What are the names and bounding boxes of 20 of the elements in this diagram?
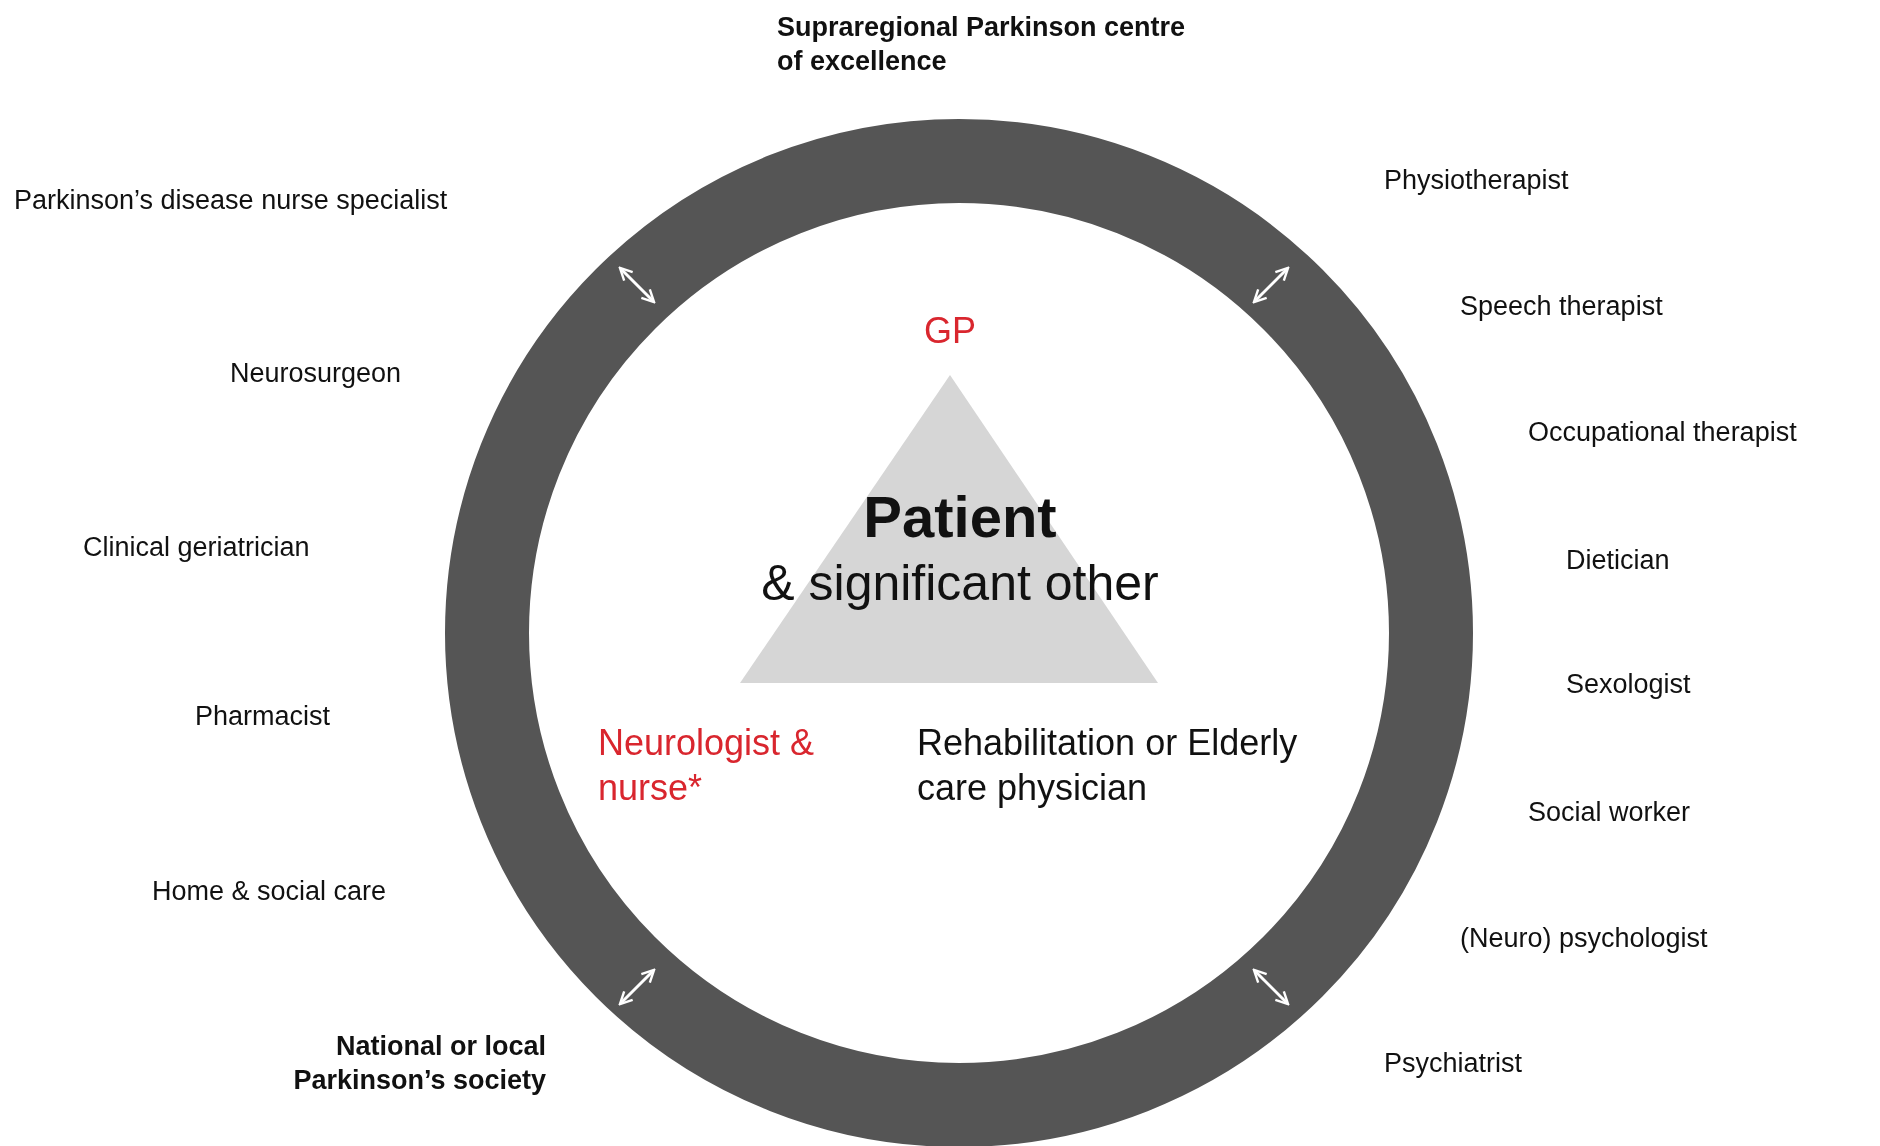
discipline-label: Occupational therapist [1528,416,1798,450]
discipline-label: Dietician [1566,544,1671,578]
discipline-label: Psychiatrist [1384,1047,1524,1081]
discipline-label: Neurosurgeon [230,357,403,391]
group-label: Supraregional Parkinson centre of excellence [777,11,1187,78]
role-label: Neurologist & nurse* [598,721,816,810]
discipline-label: Rehabilitation or Elderly care physician [917,721,1299,810]
discipline-label: Sexologist [1566,668,1692,702]
center-subtitle: & significant other [760,554,1160,613]
discipline-label: Parkinson’s disease nurse specialist [14,184,449,218]
discipline-label: Physiotherapist [1384,164,1570,198]
discipline-label: Pharmacist [195,700,332,734]
discipline-label: Social worker [1528,796,1692,830]
discipline-label: (Neuro) psychologist [1460,922,1709,956]
role-label: GP [923,308,977,353]
discipline-label: Clinical geriatrician [83,531,311,565]
discipline-label: Home & social care [152,875,388,909]
discipline-label: Speech therapist [1460,290,1664,324]
center-heading: Patient [862,483,1058,552]
group-label: National or local Parkinson’s society [292,1030,546,1097]
